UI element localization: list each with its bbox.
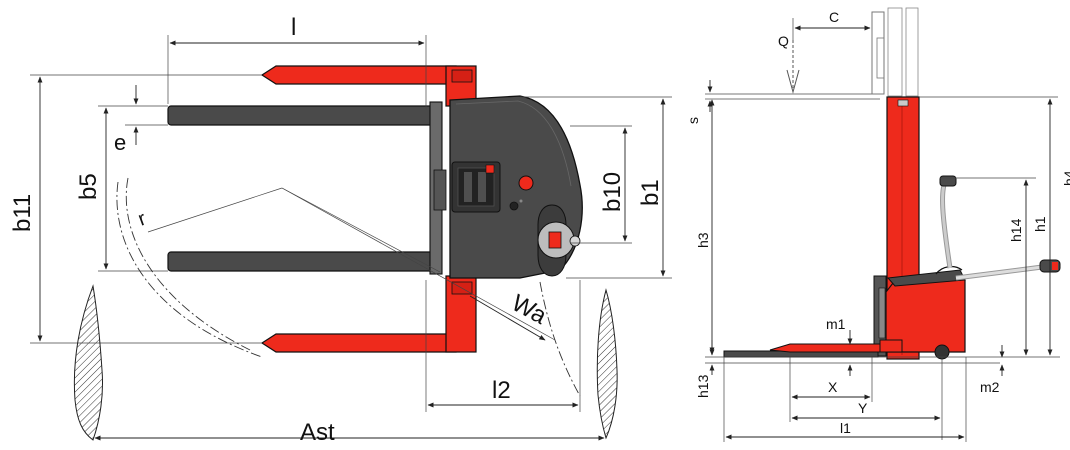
side-view: C Q s h3 bbox=[685, 7, 1070, 442]
right-aisle-wall bbox=[596, 288, 618, 440]
emergency-stop-icon bbox=[518, 175, 534, 191]
dim-label-b11: b11 bbox=[9, 194, 36, 232]
dim-label-e: e bbox=[114, 130, 126, 155]
dim-label-C: C bbox=[829, 9, 839, 25]
dim-label-Q: Q bbox=[778, 33, 789, 49]
tiller bbox=[939, 175, 1061, 281]
dim-label-l: l bbox=[291, 14, 296, 41]
dim-label-s: s bbox=[685, 117, 701, 124]
dim-label-h4: h4 bbox=[1061, 170, 1070, 186]
lower-fork bbox=[167, 251, 439, 272]
dim-label-l1: l1 bbox=[840, 420, 851, 436]
side-outrigger bbox=[769, 343, 881, 353]
left-aisle-wall bbox=[73, 284, 103, 441]
dim-label-b10: b10 bbox=[599, 172, 626, 212]
upper-fork bbox=[167, 105, 439, 126]
upper-outrigger bbox=[260, 65, 477, 107]
dim-label-l2: l2 bbox=[492, 377, 511, 404]
dim-label-Wa: Wa bbox=[507, 289, 551, 330]
dim-label-m2: m2 bbox=[980, 379, 1000, 395]
tiller-head bbox=[537, 204, 581, 277]
dim-label-h3: h3 bbox=[695, 232, 711, 248]
dim-label-X: X bbox=[828, 379, 838, 395]
lower-outrigger bbox=[260, 275, 477, 353]
dim-label-h13: h13 bbox=[695, 374, 711, 398]
dim-label-b5: b5 bbox=[75, 173, 102, 200]
dim-label-b1: b1 bbox=[637, 179, 664, 206]
raised-carriage-phantom bbox=[720, 7, 919, 100]
top-view: l e b5 b11 b10 b1 r bbox=[9, 14, 672, 446]
dim-label-m1: m1 bbox=[826, 316, 846, 332]
dim-label-r: r bbox=[135, 208, 149, 231]
dim-label-h14: h14 bbox=[1008, 218, 1024, 242]
dim-label-Ast: Ast bbox=[300, 419, 335, 445]
dim-label-h1: h1 bbox=[1032, 216, 1048, 232]
dim-label-Y: Y bbox=[858, 400, 868, 416]
